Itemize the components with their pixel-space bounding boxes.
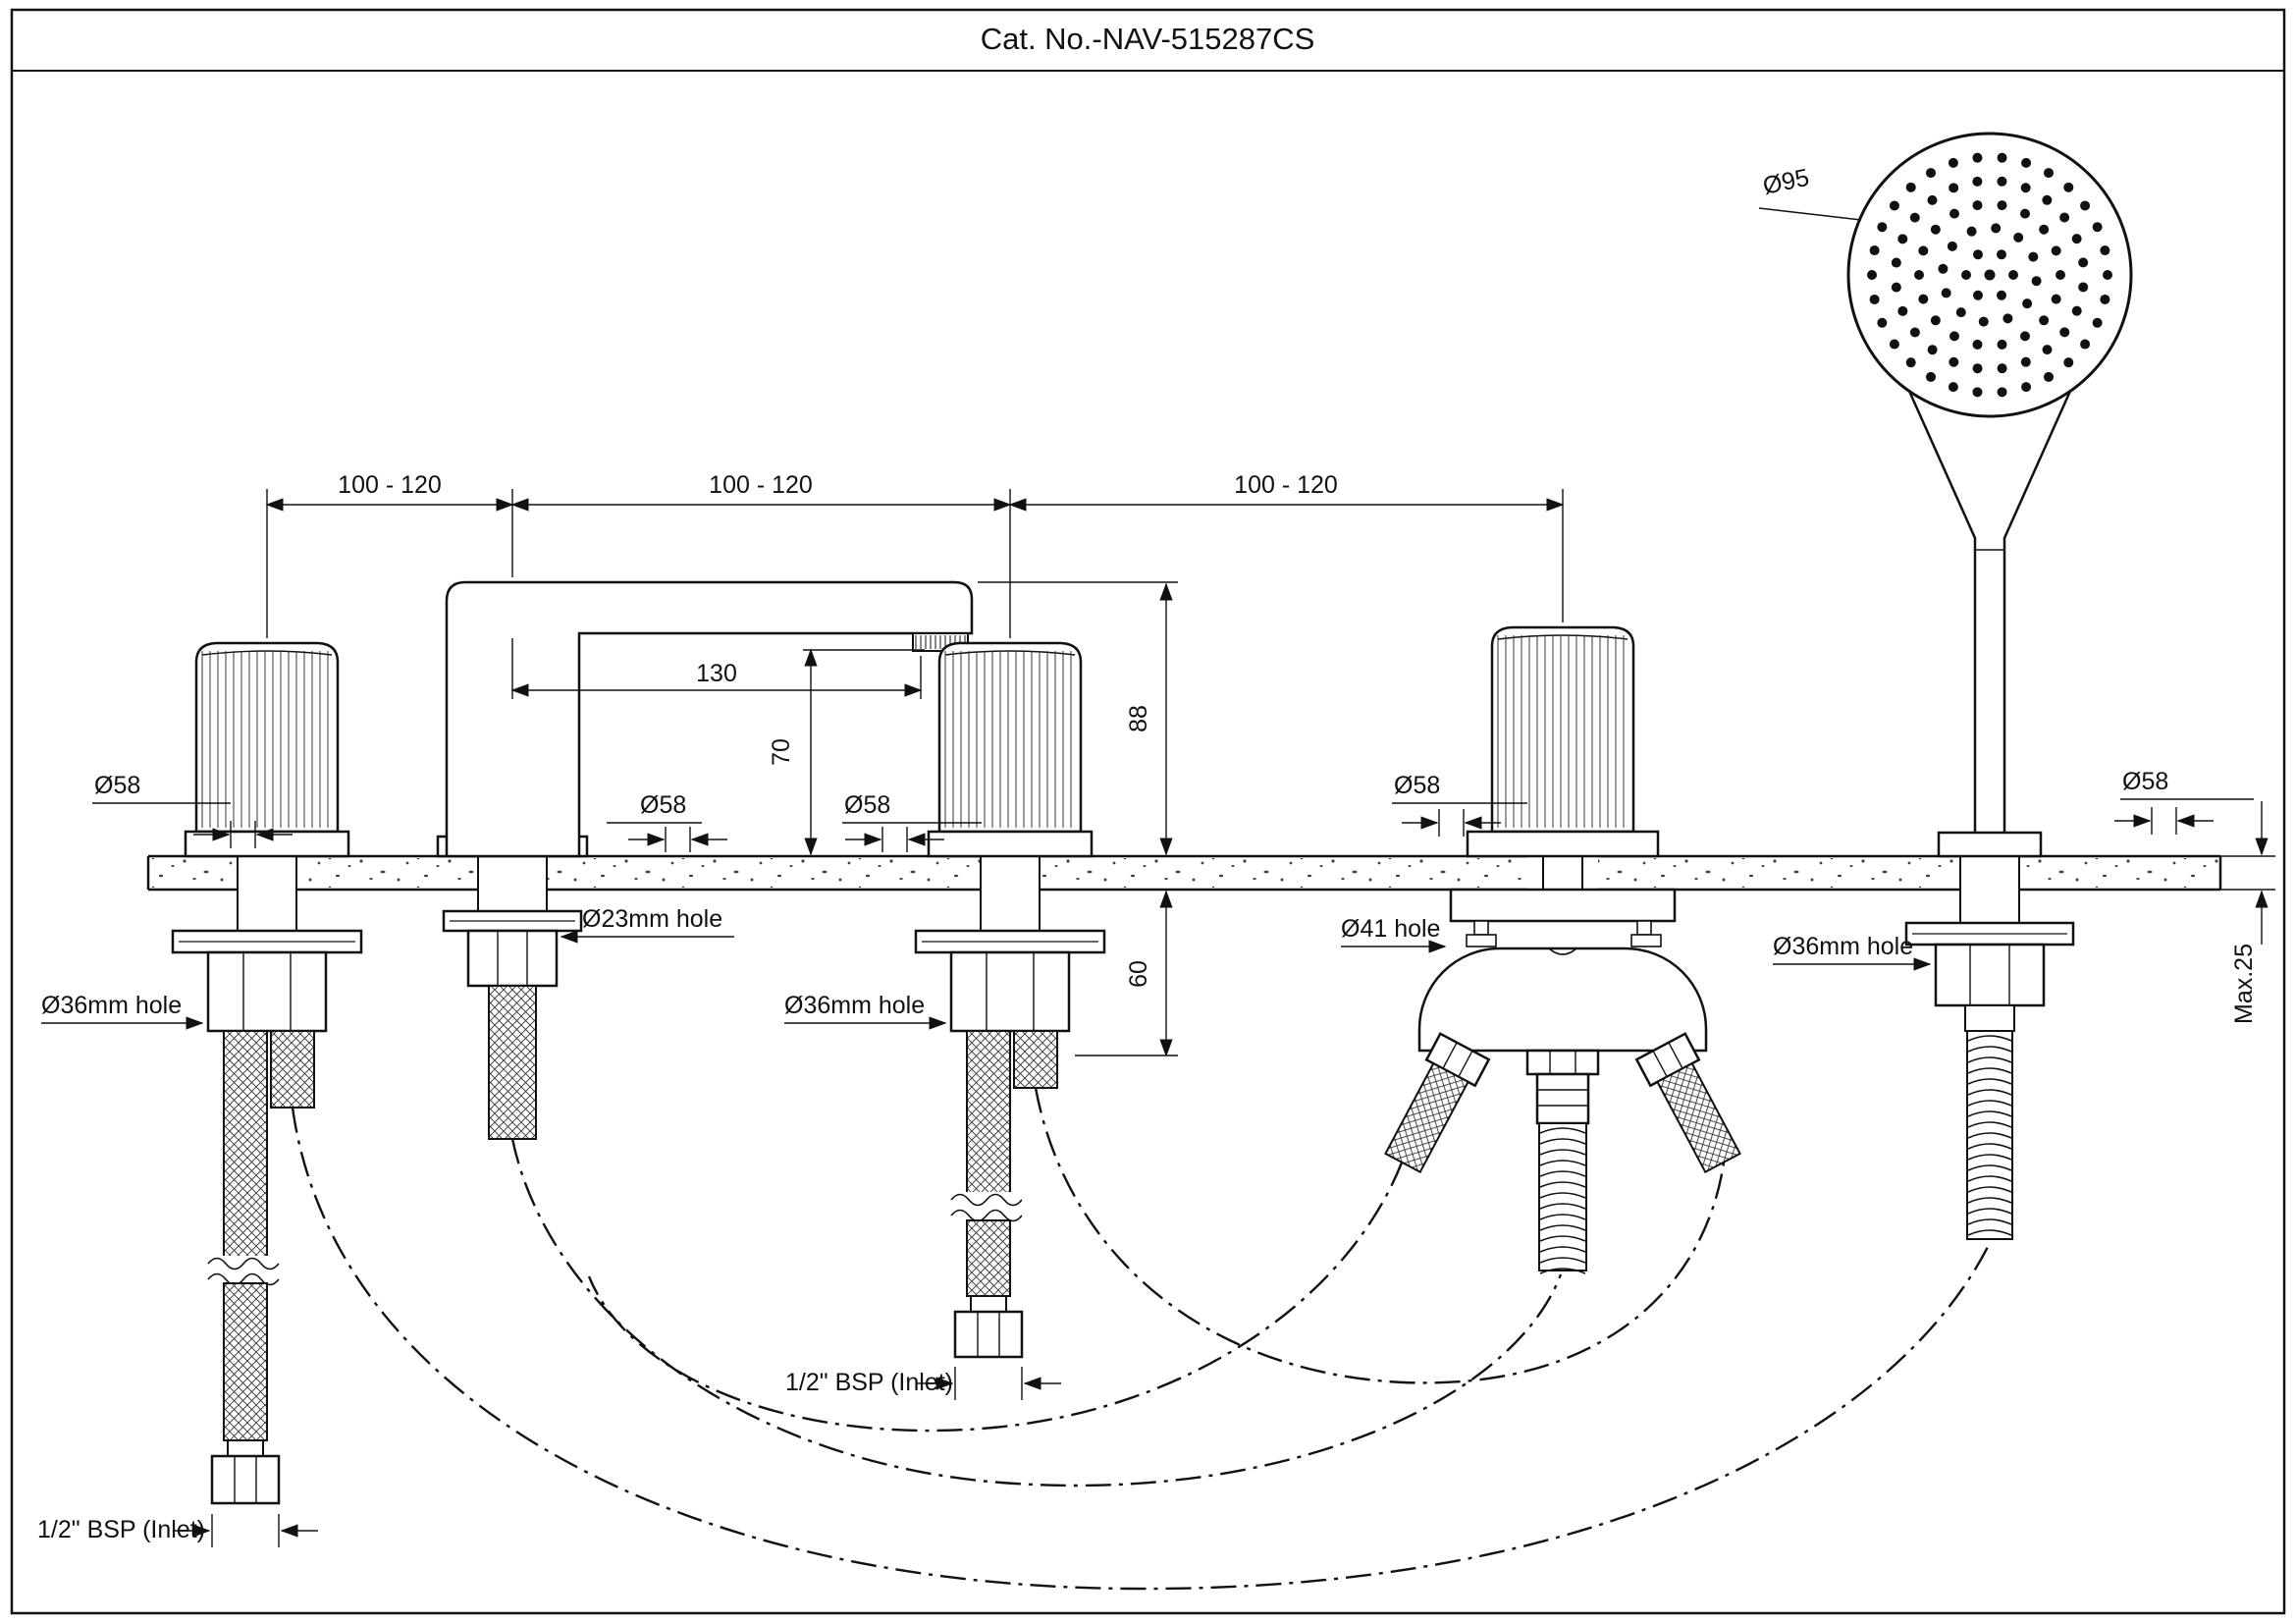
hole-callout-handle-right: Ø36mm hole (784, 992, 925, 1019)
handle-ribs-texture (201, 635, 1625, 828)
shower-holder-underside (1904, 855, 2075, 1240)
braided-hose (966, 1030, 1011, 1199)
aerator-texture (915, 635, 966, 649)
hole-callout-diverter: Ø41 hole (1341, 915, 1440, 943)
dim-deck-thickness: Max.25 (2230, 944, 2258, 1024)
hole-callout-shower: Ø36mm hole (1773, 933, 1913, 960)
dim-span-right: 100 - 120 (1234, 471, 1338, 499)
mounting-stud (1473, 920, 1489, 936)
hose-break-symbol (207, 1257, 280, 1271)
dimensions (41, 207, 2275, 1547)
hose-curve (291, 1107, 1992, 1591)
hose-curve (510, 1138, 1563, 1488)
cold-handle (927, 641, 1094, 858)
base-dia-spout: Ø58 (640, 791, 686, 819)
diverter-right-outlet (1634, 1032, 1741, 1174)
base-dia-handle-right: Ø58 (844, 791, 890, 819)
diverter-body (1384, 856, 1741, 1271)
dim-below-deck-depth: 60 (1125, 960, 1152, 988)
shower-handle (1906, 388, 2073, 833)
base-dia-shower-holder: Ø58 (2122, 768, 2168, 795)
shower-holder-plate (1937, 831, 2043, 858)
cold-valve-underside (914, 855, 1106, 1359)
drawing-title: Cat. No.-NAV-515287CS (981, 22, 1315, 56)
dimension-labels: 100 - 120 100 - 120 100 - 120 130 70 88 … (37, 164, 2258, 1543)
braided-hose (270, 1030, 315, 1109)
braided-hose (488, 985, 537, 1140)
diverter-left-outlet (1384, 1032, 1491, 1174)
inlet-label-mid: 1/2" BSP (Inlet) (785, 1369, 953, 1396)
base-dia-diverter: Ø58 (1394, 772, 1440, 799)
bsp-inlet-nut-left (210, 1454, 281, 1505)
hole-callout-spout: Ø23mm hole (582, 905, 722, 933)
diverter-handle (1466, 625, 1660, 858)
inlet-label-left: 1/2" BSP (Inlet) (37, 1516, 205, 1543)
coil-hose-texture (1539, 1035, 2012, 1274)
dim-span-mid: 100 - 120 (709, 471, 813, 499)
hole-callout-handle-left: Ø36mm hole (41, 992, 182, 1019)
shower-outlet-coil-hose (1538, 1122, 1587, 1271)
braided-hose (1013, 1030, 1058, 1089)
handle-base-plate (184, 830, 350, 858)
hose-break-symbol (950, 1193, 1023, 1207)
braided-hose (1384, 1061, 1469, 1174)
hose-curve (1034, 1087, 1726, 1384)
braided-hose (223, 1030, 268, 1262)
dim-spout-outlet-height: 70 (768, 738, 795, 766)
diverter-escutcheon (1466, 830, 1660, 858)
deck-hole-diverter (1527, 854, 1598, 892)
dim-spout-top-height: 88 (1125, 705, 1152, 732)
spout-underside (442, 855, 583, 1140)
dim-span-left: 100 - 120 (338, 471, 442, 499)
spray-nozzle-dots (1867, 152, 2112, 398)
mounting-stud (1636, 920, 1652, 936)
hot-valve-underside (171, 855, 363, 1505)
dim-spout-reach: 130 (696, 660, 737, 687)
hose-curve (587, 1162, 1404, 1433)
base-dia-handle-left: Ø58 (94, 772, 140, 799)
connection-hoses (291, 1087, 1992, 1591)
handle-base-plate (927, 830, 1094, 858)
bsp-inlet-nut-mid (953, 1310, 1024, 1359)
bath-deck (146, 854, 2222, 892)
